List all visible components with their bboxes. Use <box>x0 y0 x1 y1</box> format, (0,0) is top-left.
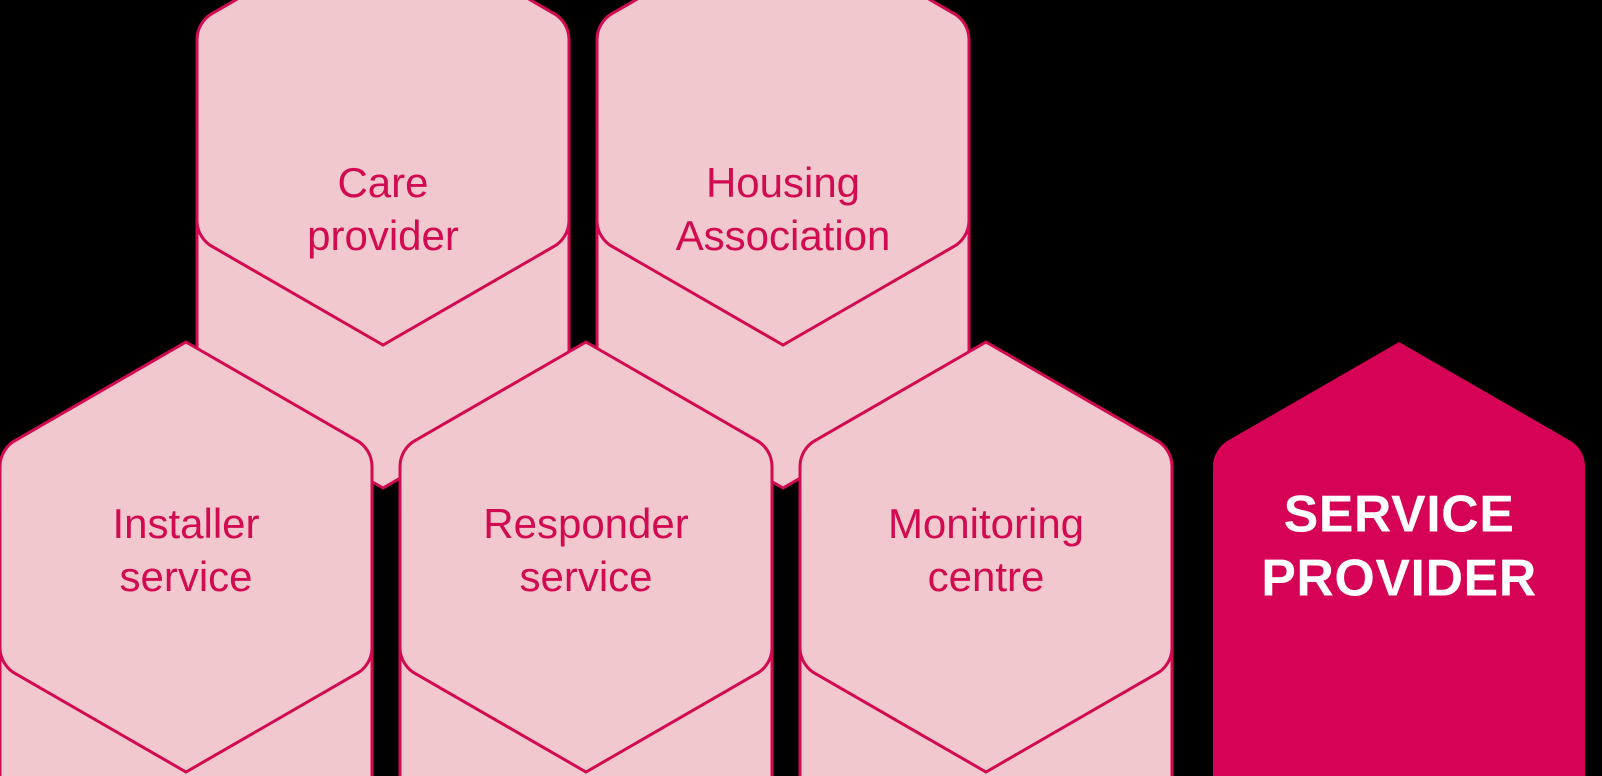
hex-installer-service[interactable]: Installer service <box>0 340 374 774</box>
hex-row-bottom: Installer service Responder service Moni… <box>0 340 1174 774</box>
hex-care-provider-label-line1: Care <box>337 159 428 206</box>
hex-care-provider[interactable]: Care provider <box>195 0 571 347</box>
hex-housing-association-label-line1: Housing <box>706 159 860 206</box>
hex-row-top: Care provider Housing Association <box>195 0 971 347</box>
hex-housing-association-label-line2: Association <box>676 212 891 259</box>
hex-monitoring-centre-label-line1: Monitoring <box>888 500 1084 547</box>
hex-monitoring-centre[interactable]: Monitoring centre <box>798 340 1174 774</box>
hex-service-provider[interactable]: SERVICE PROVIDER <box>1213 342 1585 772</box>
hex-responder-service[interactable]: Responder service <box>398 340 774 774</box>
hex-service-provider-label-line2: PROVIDER <box>1261 550 1537 608</box>
hex-installer-service-label-line1: Installer <box>112 500 259 547</box>
hex-monitoring-centre-label-line2: centre <box>928 553 1045 600</box>
hex-responder-service-label-line2: service <box>519 553 652 600</box>
hex-care-provider-label-line2: provider <box>307 212 459 259</box>
hex-housing-association[interactable]: Housing Association <box>595 0 971 347</box>
hex-responder-service-label-line1: Responder <box>483 500 688 547</box>
hex-installer-service-label-line2: service <box>119 553 252 600</box>
hex-service-provider-label-line1: SERVICE <box>1284 486 1515 544</box>
